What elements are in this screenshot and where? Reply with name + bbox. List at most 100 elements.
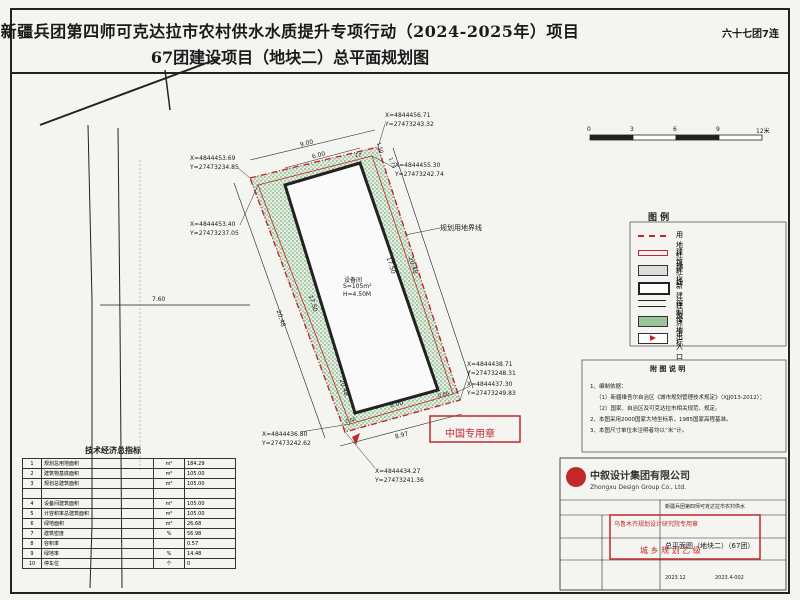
leader-4 [239, 184, 259, 226]
legend-label: 新建建筑 [676, 282, 683, 320]
coord-4-y: Y=27473237.05 [190, 230, 239, 237]
stamp-box-1 [429, 415, 521, 443]
tech-cell-num: 7 [22, 528, 42, 539]
tech-cell-num: 9 [22, 548, 42, 559]
legend-symbol-control-point [638, 300, 666, 307]
tech-cell-num: 8 [22, 538, 42, 549]
notes-line-2: （1）新疆维吾尔自治区《城市规划管理技术规定》（XJJ013-2012）； [596, 395, 765, 401]
tech-cell-item: 绿地率 [41, 548, 154, 559]
building-height: H=4.50M [343, 291, 372, 298]
scale-tick-0: 0 [587, 126, 591, 133]
tech-cell-item: 设备间建筑面积 [41, 498, 154, 509]
drawing-title-line1: 新疆兵团第四师可克达拉市农村供水水质提升专项行动（2024-2025年）项目 [0, 22, 580, 41]
legend-box [629, 221, 787, 347]
tech-cell-item: 绿地面积 [41, 518, 154, 529]
scale-tick-9: 9 [716, 126, 720, 133]
stamp-text-2: 乌鲁木齐规划设计研究院专用章 [614, 521, 699, 528]
tech-cell-num: 5 [22, 508, 42, 519]
tech-cell-value: 105.00 [184, 498, 236, 509]
coord-6-y: Y=27473249.83 [467, 390, 516, 397]
drawing-title-line2: 67团建设项目（地块二）总平面规划图 [150, 48, 430, 67]
tech-cell-unit: % [153, 548, 185, 559]
legend-symbol-building-redline [638, 250, 668, 256]
coord-8-x: X=4844434.27 [375, 468, 421, 475]
tech-cell-num: 10 [22, 558, 42, 569]
coord-4-x: X=4844453.40 [190, 221, 236, 228]
tech-cell-num: 2 [22, 468, 42, 479]
legend-label: 建筑红线 [676, 248, 683, 286]
title-block-date: 2023.12 [665, 575, 686, 581]
scale-bar-seg1 [589, 134, 634, 141]
company-name-cn: 中叙设计集团有限公司 [590, 471, 690, 482]
dim-corner-mark: 17 [355, 153, 362, 159]
legend-symbol-land-redline [638, 235, 666, 237]
leader-7 [299, 423, 351, 433]
coord-3-x: X=4844453.69 [190, 155, 236, 162]
building-name: 设备间 [344, 277, 363, 284]
tech-cell-item [41, 488, 154, 499]
tech-cell-unit [153, 488, 185, 499]
road-line-top [39, 57, 221, 126]
tech-cell-unit: m² [153, 458, 185, 469]
tech-cell-item: 停车位 [41, 558, 154, 569]
tech-cell-item: 容积率 [41, 538, 154, 549]
scale-bar-seg3 [675, 134, 720, 141]
tech-cell-num: 6 [22, 518, 42, 529]
coord-1-y: Y=27473243.32 [385, 121, 434, 128]
road-line-top-2 [164, 69, 171, 111]
notes-line-5: 3、本图尺寸单位未注明者均以“米”计。 [590, 428, 688, 434]
tech-cell-value [184, 488, 236, 499]
tech-cell-value: 105.00 [184, 478, 236, 489]
legend-title: 图 例 [648, 213, 670, 223]
tech-cell-item: 规划总建筑面积 [41, 478, 154, 489]
notes-line-3: （2）国家、自治区及可克达拉市相关规范、规定。 [596, 406, 721, 412]
coord-5-y: Y=27473248.31 [467, 370, 516, 377]
tech-table-row [22, 488, 236, 499]
tech-cell-unit: m² [153, 508, 185, 519]
dim-left-outer [233, 182, 326, 439]
tech-cell-num: 3 [22, 478, 42, 489]
title-block-code: 2023.4-002 [715, 575, 744, 581]
coord-8-y: Y=27473241.36 [375, 477, 424, 484]
legend-symbol-entrance [638, 333, 668, 344]
scale-tick-3: 3 [630, 126, 634, 133]
leader-5 [459, 369, 471, 401]
notes-line-4: 2、本图采用2000国家大地坐标系，1985国家高程基准。 [590, 417, 732, 423]
leader-3 [237, 167, 251, 179]
title-block-drawing: 总平面图（地块二）（67团） [665, 542, 755, 550]
coord-7-y: Y=27473242.62 [262, 440, 311, 447]
leader-6 [452, 385, 471, 395]
dim-right-outer [392, 147, 474, 389]
corner-label: 六十七团7连 [722, 29, 779, 40]
tech-cell-num: 4 [22, 498, 42, 509]
tech-cell-unit: % [153, 528, 185, 539]
tech-cell-value: 56.98 [184, 528, 236, 539]
tech-cell-value: 105.00 [184, 468, 236, 479]
equipment-room-building [283, 161, 440, 415]
dim-top-inner [284, 147, 361, 169]
tech-cell-value: 0 [184, 558, 236, 569]
tech-cell-item: 建筑物基底面积 [41, 468, 154, 479]
tech-cell-item: 计容积率总建筑面积 [41, 508, 154, 519]
tech-cell-value: 105.00 [184, 508, 236, 519]
tech-cell-value: 0.57 [184, 538, 236, 549]
coord-1-x: X=4844456.71 [385, 112, 431, 119]
title-block-project: 新疆兵团第四师可克达拉市农村供水 [665, 504, 746, 510]
company-logo-icon [566, 467, 586, 487]
boundary-label-leader [404, 227, 441, 236]
entrance-marker [352, 433, 360, 445]
notes-title: 附 图 说 明 [650, 365, 686, 373]
legend-label: 控制点坐标 [676, 299, 683, 347]
title-divider [12, 72, 788, 74]
legend-label: 用地红线 [676, 231, 683, 269]
